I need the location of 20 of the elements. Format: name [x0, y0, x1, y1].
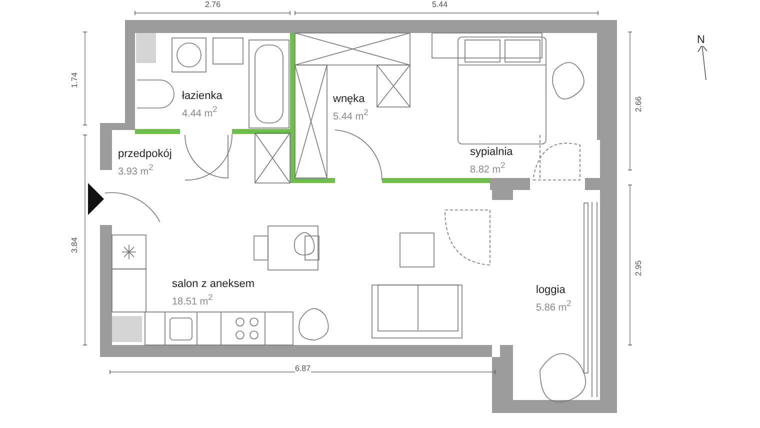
dimension-label: 2.66 — [634, 96, 643, 112]
room-name: wnęka — [333, 92, 366, 106]
compass-letter: N — [697, 34, 705, 46]
room-name: sypialnia — [470, 145, 513, 159]
room-area: 18.51 m$^{2}$ — [172, 291, 255, 308]
dimension-label: 6.87 — [295, 364, 311, 373]
dimension-label: 2.95 — [634, 260, 643, 276]
room-area: 4.44 m$^{2}$ — [182, 103, 222, 120]
room-name: salon z aneksem — [172, 277, 255, 291]
room-name: przedpokój — [118, 147, 172, 161]
dimension-label: 1.74 — [70, 72, 79, 88]
dimension-label: 5.44 — [432, 0, 448, 9]
room-area: 3.93 m$^{2}$ — [118, 161, 172, 178]
room-area: 8.82 m$^{2}$ — [470, 159, 513, 176]
dimension-label: 2.76 — [205, 0, 221, 9]
room-area: 5.86 m$^{2}$ — [536, 297, 572, 314]
room-name: łazienka — [182, 89, 222, 103]
room-name: loggia — [536, 283, 566, 297]
room-area: 5.44 m$^{2}$ — [333, 106, 368, 124]
dimension-label: 3.84 — [70, 237, 79, 253]
